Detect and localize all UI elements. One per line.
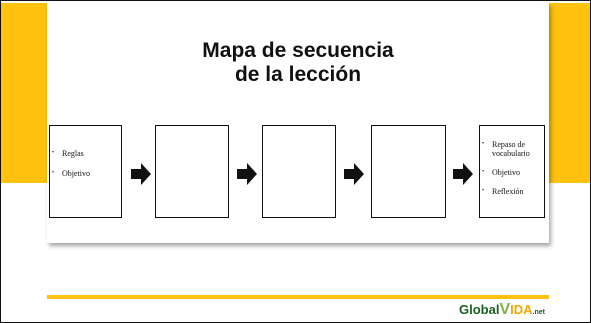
- box-5-item: Reflexión: [480, 187, 544, 196]
- box-5-item: Repaso de vocabulario: [480, 140, 544, 158]
- logo-v-text: V: [499, 301, 511, 318]
- logo-net-text: .net: [532, 309, 545, 316]
- title-line-2: de la lección: [234, 63, 362, 86]
- sequence-box-5: Repaso de vocabulario Objetivo Reflexión: [479, 125, 545, 218]
- slide-title: Mapa de secuencia de la lección: [47, 39, 549, 87]
- box-5-list: Repaso de vocabulario Objetivo Reflexión: [480, 140, 544, 196]
- globalvida-logo: GlobalVIDA.net: [459, 301, 545, 320]
- sequence-box-2: [155, 125, 229, 218]
- arrow-right-icon: [237, 163, 257, 185]
- sequence-box-1: Reglas Objetivo: [49, 125, 122, 218]
- box-1-item: Reglas: [50, 149, 121, 158]
- box-5-item: Objetivo: [480, 168, 544, 177]
- footer-rule: [47, 295, 549, 299]
- box-1-item: Objetivo: [50, 169, 121, 178]
- arrow-right-icon: [344, 163, 364, 185]
- logo-ida-text: IDA: [510, 302, 533, 317]
- sequence-box-3: [262, 125, 336, 218]
- sequence-box-4: [371, 125, 446, 218]
- logo-global-text: Global: [459, 302, 500, 317]
- arrow-right-icon: [131, 163, 151, 185]
- box-1-list: Reglas Objetivo: [50, 149, 121, 178]
- arrow-right-icon: [453, 163, 473, 185]
- title-line-1: Mapa de secuencia: [202, 39, 394, 62]
